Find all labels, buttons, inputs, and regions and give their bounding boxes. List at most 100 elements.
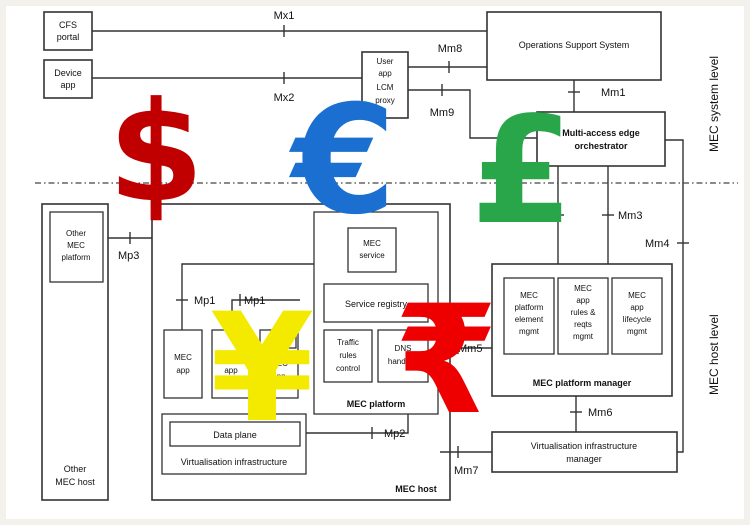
mp3-label: Mp3 [118, 250, 139, 262]
pound-symbol: £ [471, 85, 574, 257]
mec-app-lifecycle-mgmt-box: MEC app lifecycle mgmt [611, 277, 663, 355]
oss-box: Operations Support System [486, 11, 662, 81]
vim-box: Virtualisation infrastructure manager [491, 431, 678, 473]
host-level-label: MEC host level [707, 314, 721, 395]
traffic-rules-control-box: Traffic rules control [323, 329, 373, 383]
mm8-label: Mm8 [438, 43, 462, 55]
mec-app-rules-reqts-mgmt-label-5: mgmt [573, 332, 594, 341]
user-app-lcm-proxy-label-1: User [377, 57, 394, 66]
mec-host-label: MEC host [395, 484, 437, 494]
mx1-label: Mx1 [274, 10, 295, 22]
mec-app-lifecycle-mgmt-label-3: lifecycle [623, 315, 652, 324]
dns-handling-label-2: handling [388, 357, 418, 366]
data-plane-label: Data plane [213, 430, 257, 440]
mec-app-box-1: MEC app [163, 329, 203, 399]
other-mec-platform-label-3: platform [62, 253, 91, 262]
mec-app-3-label-1: MEC [270, 359, 288, 368]
meao-label-2: orchestrator [574, 141, 628, 151]
dollar-symbol: $ [108, 72, 204, 233]
yen-symbol: ¥ [210, 282, 314, 456]
mp1-b-label: Mp1 [244, 295, 265, 307]
device-app-box: Device app [43, 59, 93, 99]
mm6-label: Mm6 [588, 407, 612, 419]
mec-app-rules-reqts-mgmt-label-3: rules & [571, 308, 597, 317]
mec-platform-element-mgmt-box: MEC platform element mgmt [503, 277, 555, 355]
meao-label-1: Multi-access edge [562, 128, 640, 138]
mec-platform-element-mgmt-label-3: element [515, 315, 544, 324]
dns-handling-box: DNS handling [377, 329, 429, 383]
other-mec-platform-box: Other MEC platform [49, 211, 104, 283]
mm2-label: Mm2 [535, 210, 559, 222]
mec-platform-element-mgmt-label-4: mgmt [519, 327, 540, 336]
mec-service-box: MEC service [347, 227, 397, 273]
traffic-rules-control-label-1: Traffic [337, 338, 359, 347]
user-app-lcm-proxy-label-3: LCM [377, 83, 394, 92]
mec-host-box: MEC host [151, 203, 451, 501]
traffic-rules-control-label-2: rules [339, 351, 356, 360]
mm4-label: Mm4 [645, 238, 669, 250]
mp1-left-line [181, 263, 314, 330]
data-plane-box: Data plane [169, 421, 301, 447]
service-registry-label: Service registry [345, 299, 408, 309]
cfs-portal-label-2: portal [57, 32, 80, 42]
mec-app-box-2: MEC app [211, 329, 251, 399]
mec-app-lifecycle-mgmt-label-4: mgmt [627, 327, 648, 336]
mp1-mid-line [231, 299, 300, 330]
mec-platform-element-mgmt-label-2: platform [515, 303, 544, 312]
mec-service-label-1: MEC [363, 239, 381, 248]
mm1-label: Mm1 [601, 87, 625, 99]
dns-handling-label-1: DNS [395, 344, 412, 353]
user-app-lcm-proxy-label-2: app [378, 69, 392, 78]
mp1-a-label: Mp1 [194, 295, 215, 307]
mec-app-1-label-2: app [176, 366, 190, 375]
euro-symbol: € [289, 74, 396, 248]
mm9-label: Mm9 [430, 107, 454, 119]
mec-app-rules-reqts-mgmt-label-1: MEC [574, 284, 592, 293]
rupee-symbol: ₹ [394, 274, 498, 448]
mec-app-rules-reqts-mgmt-label-2: app [576, 296, 590, 305]
currency-overlays: $ € £ ¥ ₹ [108, 72, 574, 456]
mec-app-box-3: MEC app [259, 329, 299, 399]
oss-label: Operations Support System [519, 40, 630, 50]
other-mec-host-label-1: Other [64, 464, 87, 474]
mm4-line [665, 139, 684, 453]
mm7-label: Mm7 [454, 465, 478, 477]
mp2-label: Mp2 [384, 428, 405, 440]
mec-platform-manager-label: MEC platform manager [533, 378, 632, 388]
user-app-lcm-proxy-label-4: proxy [375, 96, 395, 105]
virtualisation-infrastructure-label: Virtualisation infrastructure [181, 457, 287, 467]
interface-labels: Mx1 Mx2 Mm8 Mm9 Mm1 Mm2 Mm3 Mm4 Mp3 Mp1 … [118, 10, 669, 477]
other-mec-host-label-2: MEC host [55, 477, 95, 487]
service-registry-box: Service registry [323, 283, 429, 323]
mec-platform-label: MEC platform [347, 399, 406, 409]
vim-label-1: Virtualisation infrastructure [531, 441, 637, 451]
mm3-label: Mm3 [618, 210, 642, 222]
mec-service-label-2: service [359, 251, 385, 260]
mec-app-2-label-1: MEC [222, 353, 240, 362]
mec-app-rules-reqts-mgmt-box: MEC app rules & reqts mgmt [557, 277, 609, 355]
mec-platform-element-mgmt-label-1: MEC [520, 291, 538, 300]
mm5-label: Mm5 [458, 343, 482, 355]
mec-app-3-label-2: app [272, 372, 286, 381]
other-mec-platform-label-1: Other [66, 229, 86, 238]
mec-app-1-label-1: MEC [174, 353, 192, 362]
mec-app-rules-reqts-mgmt-label-4: reqts [574, 320, 592, 329]
user-app-lcm-proxy-box: User app LCM proxy [361, 51, 409, 119]
mec-app-2-label-2: app [224, 366, 238, 375]
cfs-portal-label-1: CFS [59, 20, 77, 30]
cfs-portal-box: CFS portal [43, 11, 93, 51]
mec-app-lifecycle-mgmt-label-1: MEC [628, 291, 646, 300]
interface-ticks [129, 25, 689, 458]
meao-box: Multi-access edge orchestrator [536, 111, 666, 167]
vim-label-2: manager [566, 454, 602, 464]
traffic-rules-control-label-3: control [336, 364, 360, 373]
device-app-label-1: Device [54, 68, 82, 78]
mx2-label: Mx2 [274, 92, 295, 104]
system-level-label: MEC system level [707, 56, 721, 152]
mec-app-lifecycle-mgmt-label-2: app [630, 303, 644, 312]
mm9-line [408, 89, 537, 139]
other-mec-platform-label-2: MEC [67, 241, 85, 250]
device-app-label-2: app [60, 80, 75, 90]
